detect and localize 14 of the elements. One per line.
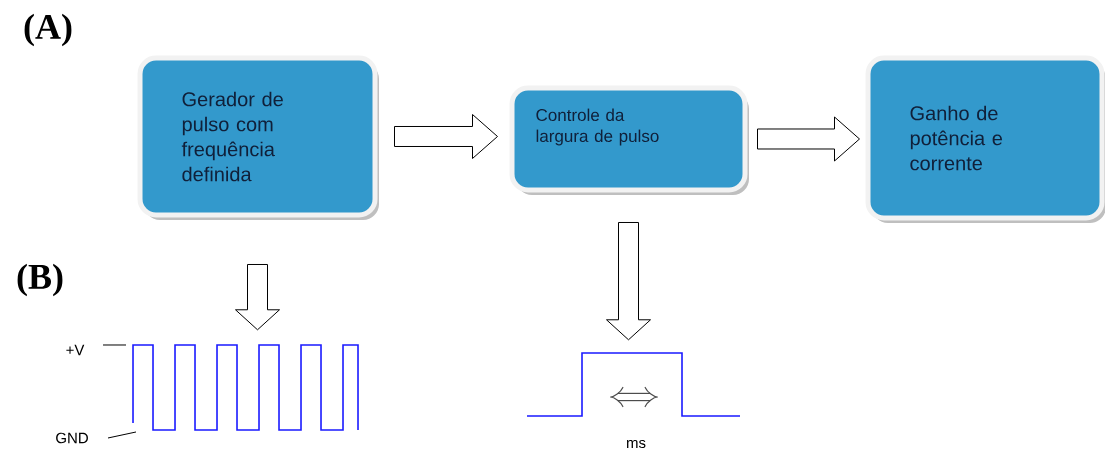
block-arrow (757, 116, 860, 162)
process-box: Controle da largura de pulso (509, 85, 749, 195)
process-box: Gerador de pulso com frequência definida (137, 55, 379, 220)
square-wave-drawing (132, 344, 359, 431)
block-arrow (606, 222, 651, 341)
panel-label: (B) (17, 263, 63, 297)
panel-label: (A) (24, 13, 72, 47)
process-box: Ganho de potência e corrente (865, 55, 1105, 223)
block-arrow (235, 264, 280, 331)
block-arrow (394, 114, 498, 159)
unit-label: ms (627, 439, 646, 449)
level-label: +V (66, 344, 85, 356)
level-label: GND (56, 432, 88, 444)
pulse-drawing (526, 352, 741, 417)
